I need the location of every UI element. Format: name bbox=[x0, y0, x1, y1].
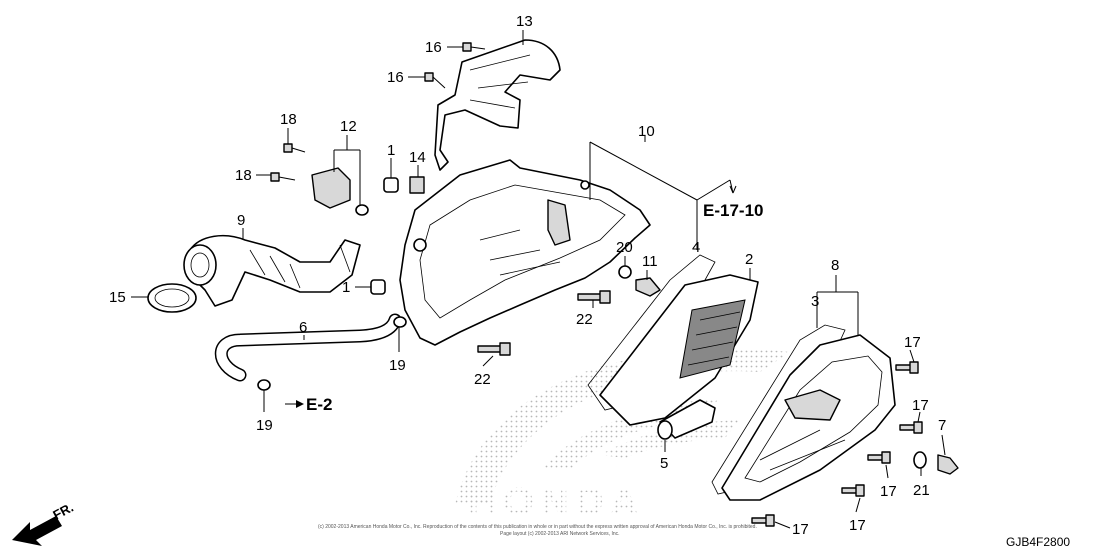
callout-2: 2 bbox=[745, 251, 753, 268]
callout-17a: 17 bbox=[904, 334, 921, 351]
callout-19b: 19 bbox=[256, 417, 273, 434]
part-4-seal bbox=[587, 254, 716, 411]
front-direction-arrow: FR. bbox=[12, 500, 76, 546]
ref-e-17-10: E-17-10 bbox=[703, 201, 763, 220]
callout-4: 4 bbox=[692, 239, 700, 256]
part-5-plug bbox=[657, 399, 716, 440]
callout-1b: 1 bbox=[342, 279, 350, 296]
part-10-air-cleaner-case bbox=[399, 159, 651, 346]
callout-21: 21 bbox=[913, 482, 930, 499]
callout-17c: 17 bbox=[880, 483, 897, 500]
diagram-code: GJB4F2800 bbox=[1006, 535, 1070, 549]
callout-22a: 22 bbox=[576, 311, 593, 328]
part-15-clamp bbox=[147, 283, 197, 313]
callout-17b: 17 bbox=[912, 397, 929, 414]
callout-22b: 22 bbox=[474, 371, 491, 388]
callout-13: 13 bbox=[516, 13, 533, 30]
part-9-intake-duct bbox=[183, 234, 361, 307]
leader-lines bbox=[131, 30, 946, 529]
callout-7: 7 bbox=[938, 417, 946, 434]
part-12-connector bbox=[311, 167, 369, 216]
copyright-line-2: Page layout (c) 2002-2013 ARI Network Se… bbox=[500, 531, 620, 537]
callout-8: 8 bbox=[831, 257, 839, 274]
part-6-drain-tube bbox=[214, 313, 402, 382]
callout-16b: 16 bbox=[387, 69, 404, 86]
callout-12: 12 bbox=[340, 118, 357, 135]
callout-18a: 18 bbox=[280, 111, 297, 128]
callout-1a: 1 bbox=[387, 142, 395, 159]
ref-e-2: E-2 bbox=[306, 395, 332, 414]
callout-19a: 19 bbox=[389, 357, 406, 374]
callout-20: 20 bbox=[616, 239, 633, 256]
part-8-cover bbox=[721, 334, 896, 501]
copyright-line-1: (c) 2002-2013 American Honda Motor Co., … bbox=[318, 524, 757, 530]
callout-5: 5 bbox=[660, 455, 668, 472]
honda-watermark-text: HONDA bbox=[468, 480, 645, 524]
callout-6: 6 bbox=[299, 319, 307, 336]
callout-17d: 17 bbox=[849, 517, 866, 534]
part-2-filter-element bbox=[599, 274, 759, 426]
callout-numbers: 13 16 16 18 12 10 1 14 18 9 20 11 4 2 8 … bbox=[109, 13, 946, 538]
callout-16a: 16 bbox=[425, 39, 442, 56]
callout-18b: 18 bbox=[235, 167, 252, 184]
callout-10: 10 bbox=[638, 123, 655, 140]
callout-17e: 17 bbox=[792, 521, 809, 538]
callout-14: 14 bbox=[409, 149, 426, 166]
callout-15: 15 bbox=[109, 289, 126, 306]
callout-3: 3 bbox=[811, 293, 819, 310]
callout-9: 9 bbox=[237, 212, 245, 229]
part-13-cover bbox=[434, 39, 561, 171]
callout-11: 11 bbox=[642, 253, 658, 270]
